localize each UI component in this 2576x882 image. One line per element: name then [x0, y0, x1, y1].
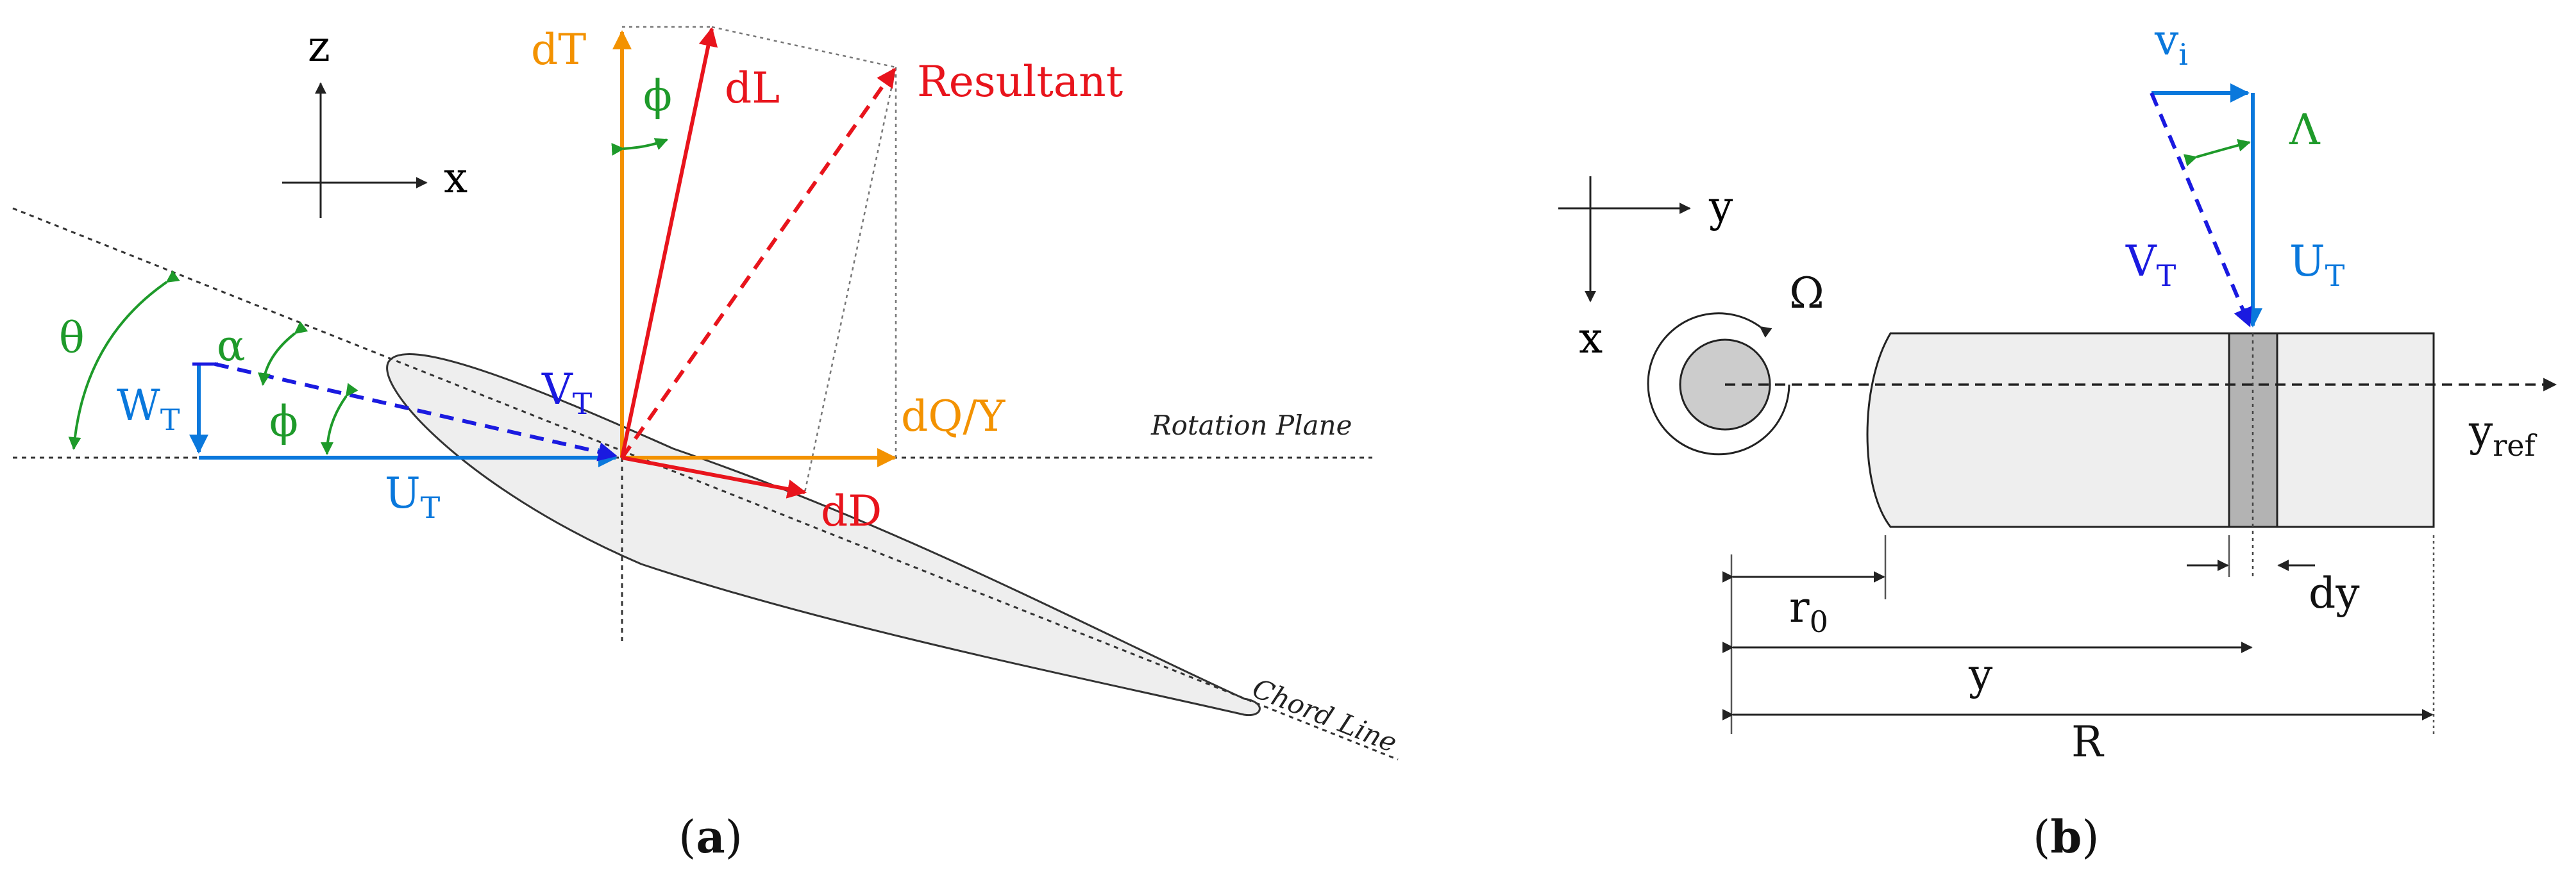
vi-label: vi — [2154, 15, 2188, 72]
yref-label: yref — [2468, 406, 2538, 463]
dL-label: dL — [725, 63, 780, 113]
axis-x-label-b: x — [1579, 313, 1603, 363]
phi-top-arc — [611, 138, 668, 156]
dD-label: dD — [821, 487, 882, 536]
dimension-extensions — [1730, 535, 2435, 734]
panel-b: y x Ω yref vi UT VT Λ — [1558, 15, 2557, 863]
theta-arc — [68, 270, 180, 450]
axis-z-label: z — [308, 22, 330, 71]
dD-arrow — [621, 456, 807, 499]
lambda-label: Λ — [2289, 105, 2321, 154]
VT-label: VT — [541, 365, 593, 421]
chord-line-label: Chord Line — [1248, 672, 1401, 759]
y-label: y — [1968, 650, 1993, 699]
construction-lines — [622, 26, 897, 493]
dy-label: dy — [2309, 569, 2360, 618]
rotation-plane-label: Rotation Plane — [1150, 410, 1352, 441]
omega-label: Ω — [1789, 269, 1824, 318]
VT-arrow-b — [2150, 92, 2252, 328]
axes-a — [282, 82, 428, 218]
r0-label: r0 — [1789, 583, 1828, 639]
caption-a: (a) — [678, 810, 743, 863]
VT-label-b: VT — [2125, 237, 2176, 293]
alpha-label: α — [217, 321, 246, 370]
dL-arrow — [620, 27, 718, 458]
axes-b — [1558, 176, 1691, 303]
phi-left-arc — [321, 383, 358, 455]
lambda-arc — [2183, 138, 2251, 167]
axis-y-label: y — [1708, 182, 1733, 231]
panel-a: z x dT dQ/Y dL Resultant dD — [12, 22, 1401, 863]
blade-body — [1866, 332, 2435, 528]
resultant-label: Resultant — [917, 57, 1123, 106]
UT-label: UT — [385, 469, 441, 525]
UT-label-b: UT — [2289, 237, 2345, 293]
resultant-arrow — [620, 67, 897, 459]
alpha-arc — [258, 321, 308, 386]
chord-line — [12, 207, 1399, 761]
theta-label: θ — [59, 313, 85, 363]
axis-x-label: x — [444, 153, 467, 203]
dQY-label: dQ/Y — [901, 392, 1006, 441]
dT-label: dT — [531, 25, 586, 74]
R-label: R — [2071, 717, 2105, 767]
rotation-arrow — [1647, 312, 1790, 456]
phi-top-label: ϕ — [643, 71, 672, 121]
phi-left-label: ϕ — [269, 397, 298, 446]
caption-b: (b) — [2033, 810, 2100, 863]
WT-label: WT — [117, 381, 180, 437]
